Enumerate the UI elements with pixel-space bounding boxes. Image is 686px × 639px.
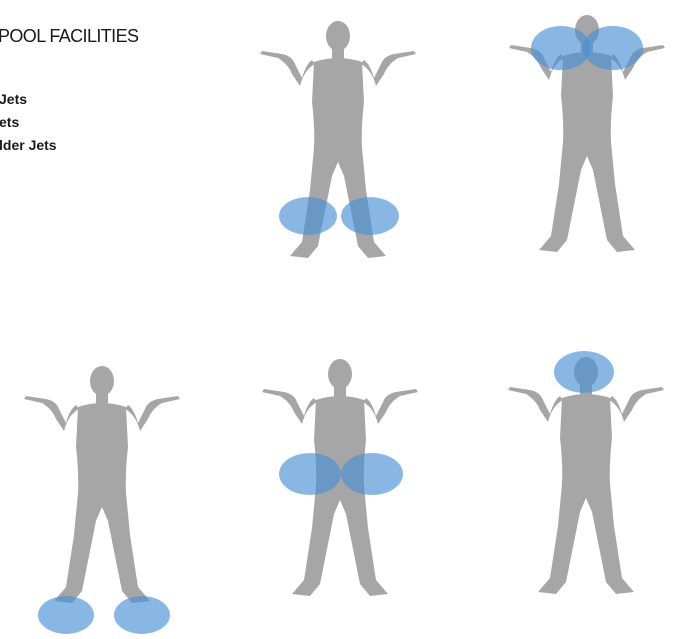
figure-shoulder-jets: [497, 4, 677, 284]
jet-type-item: Jets: [0, 88, 57, 111]
hip-jet-highlight-right: [341, 453, 403, 495]
legend-panel: POOL FACILITIES Jets ets lder Jets: [0, 0, 240, 170]
knee-jet-highlight-right: [341, 197, 399, 235]
figure-neck-jets: [496, 346, 676, 626]
foot-jet-highlight-left: [38, 596, 94, 634]
page-title: POOL FACILITIES: [0, 26, 138, 47]
jet-type-item: ets: [0, 111, 57, 134]
figure-knee-jets: [248, 10, 428, 290]
knee-jet-highlight-left: [279, 197, 337, 235]
neck-jet-highlight: [554, 351, 614, 393]
figure-foot-jets: [12, 355, 192, 635]
shoulder-jet-highlight-right: [583, 26, 643, 70]
body-silhouette: [24, 366, 180, 603]
hip-jet-highlight-left: [279, 453, 341, 495]
foot-jet-highlight-right: [114, 596, 170, 634]
jet-type-item: lder Jets: [0, 134, 57, 157]
figure-hip-jets: [250, 348, 430, 628]
jet-type-list: Jets ets lder Jets: [0, 88, 57, 157]
shoulder-jet-highlight-left: [531, 26, 591, 70]
